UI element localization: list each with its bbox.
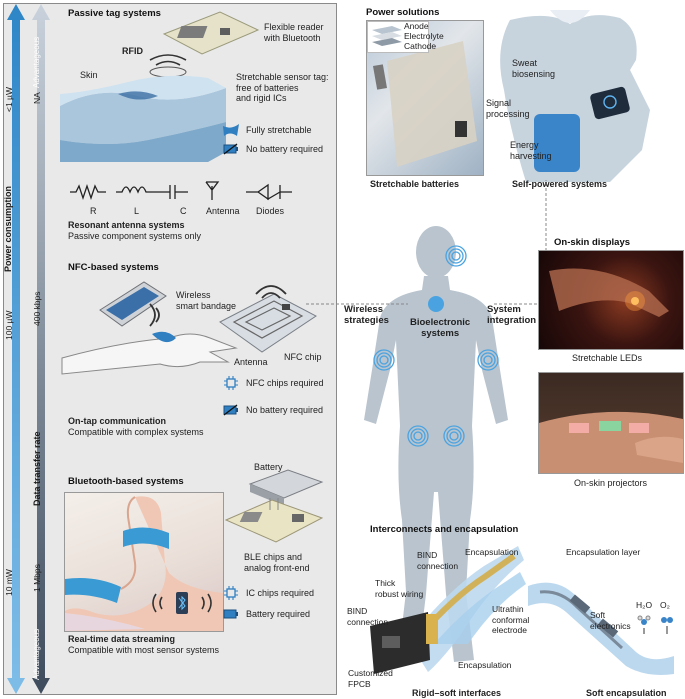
ble-board-illustration [224, 469, 324, 543]
soft-encapsulation-illustration [528, 582, 674, 675]
fully-stretchable-label: Fully stretchable [246, 125, 312, 135]
diodes-label: Diodes [256, 206, 285, 216]
rate-bottom-value: 1 Mbps [32, 564, 42, 592]
ic-chip-icon [224, 586, 238, 600]
soft-electronics-label: Soft electronics [590, 610, 631, 631]
bandage-label: Wireless smart bandage [176, 290, 237, 311]
power-axis-label: Power consumption [3, 185, 13, 272]
data-rate-axis-label: Data transfer rate [32, 431, 42, 506]
advantageous-bottom: Advantageous [32, 628, 41, 680]
molecule-icons [637, 615, 673, 634]
ic-chips-required-label: IC chips required [246, 588, 315, 598]
power-top-value: <1 µW [4, 87, 14, 112]
rigid-soft-illustration [370, 546, 526, 674]
passive-title: Passive tag systems [68, 8, 161, 19]
r-label: R [90, 206, 97, 216]
wireless-strategies-label: Wireless strategies [344, 304, 389, 326]
nfc-no-battery-label: No battery required [246, 405, 324, 415]
bioelectronic-label: Bioelectronic systems [410, 317, 471, 339]
power-mid-value: 100 µW [4, 310, 14, 340]
integration-label: System integration [487, 304, 537, 326]
antenna-symbol-label: Antenna [206, 206, 240, 216]
wireless-waves [149, 303, 160, 327]
cathode-label: Cathode [404, 41, 437, 51]
passive-component-symbols [70, 181, 292, 201]
phone-illustration [99, 281, 167, 327]
ble-label: BLE chips and analog front-end [244, 552, 310, 573]
batteries-caption: Stretchable batteries [370, 179, 460, 189]
nfc-chip-label: NFC chip [284, 352, 322, 362]
no-battery-icon-nfc [223, 404, 238, 416]
bluetooth-title: Bluetooth-based systems [68, 476, 184, 487]
c-label: C [180, 206, 187, 216]
battery-icon [223, 609, 238, 619]
encapsulation-layer-label: Encapsulation layer [566, 547, 641, 557]
energy-label: Energy harvesting [510, 140, 552, 161]
rfid-label: RFID [122, 46, 143, 56]
bluetooth-caption-sub: Compatible with most sensor systems [68, 645, 220, 655]
sweat-label: Sweat biosensing [512, 58, 556, 79]
leds-caption: Stretchable LEDs [572, 353, 643, 363]
rigid-soft-caption: Rigid–soft interfaces [412, 688, 502, 698]
nfc-chips-required-label: NFC chips required [246, 378, 324, 388]
power-solutions-title: Power solutions [366, 7, 440, 18]
displays-title: On-skin displays [554, 237, 631, 248]
signal-label: Signal processing [486, 98, 530, 119]
encapsulation-1-label: Encapsulation [465, 547, 519, 557]
ultrathin-label: Ultrathin conformal electrode [492, 604, 530, 635]
antenna-label: Antenna [234, 357, 268, 367]
interconnects-title: Interconnects and encapsulation [370, 524, 519, 535]
bluetooth-caption-title: Real-time data streaming [68, 634, 176, 644]
nfc-board-waves [255, 285, 287, 299]
resonant-title: Resonant antenna systems [68, 220, 185, 230]
nfc-caption-sub: Compatible with complex systems [68, 427, 204, 437]
l-label: L [134, 206, 140, 216]
nfc-caption-title: On-tap communication [68, 416, 167, 426]
electrolyte-label: Electrolyte [404, 31, 444, 41]
encapsulation-2-label: Encapsulation [458, 660, 512, 670]
bluetooth-waves [152, 592, 212, 614]
fpcb-label: Customized FPCB [348, 668, 393, 689]
projectors-photo [538, 372, 684, 474]
skin-block-illustration [60, 75, 226, 162]
bind-left-label: BIND connection [347, 606, 389, 627]
battery-layers-icon [372, 26, 402, 46]
sensor-tag-label: Stretchable sensor tag: free of batterie… [236, 72, 329, 103]
rate-na: NA [32, 92, 42, 104]
advantageous-top: Advantageous [32, 36, 41, 88]
power-bottom-value: 10 mW [4, 569, 14, 596]
nfc-board-illustration [219, 293, 317, 353]
self-powered-caption: Self-powered systems [512, 179, 608, 189]
battery-photo [366, 20, 484, 176]
anode-label: Anode [404, 21, 429, 31]
o2-label: O₂ [660, 600, 670, 610]
leds-photo [538, 250, 684, 350]
torso-illustration [500, 10, 650, 182]
bind-top-label: BIND connection [417, 550, 459, 571]
resonant-subtitle: Passive component systems only [68, 231, 202, 241]
data-rate-axis-arrow [32, 4, 50, 694]
human-figure [364, 226, 508, 662]
no-battery-label: No battery required [246, 144, 324, 154]
battery-label: Battery [254, 462, 283, 472]
thick-wiring-label: Thick robust wiring [375, 578, 424, 599]
rate-mid-value: 400 kbps [32, 291, 42, 327]
power-axis-arrow [7, 4, 25, 694]
h2o-label: H₂O [636, 600, 653, 610]
soft-encapsulation-caption: Soft encapsulation [586, 688, 667, 698]
no-battery-icon [223, 143, 238, 155]
nfc-title: NFC-based systems [68, 262, 159, 273]
flexible-reader-illustration [162, 11, 260, 55]
hand-illustration [61, 331, 238, 375]
stretchable-icon [223, 124, 239, 136]
skin-label: Skin [80, 70, 98, 80]
chip-icon [224, 376, 238, 390]
battery-required-label: Battery required [246, 609, 311, 619]
projectors-caption: On-skin projectors [574, 478, 648, 488]
reader-label: Flexible reader with Bluetooth [264, 22, 324, 43]
